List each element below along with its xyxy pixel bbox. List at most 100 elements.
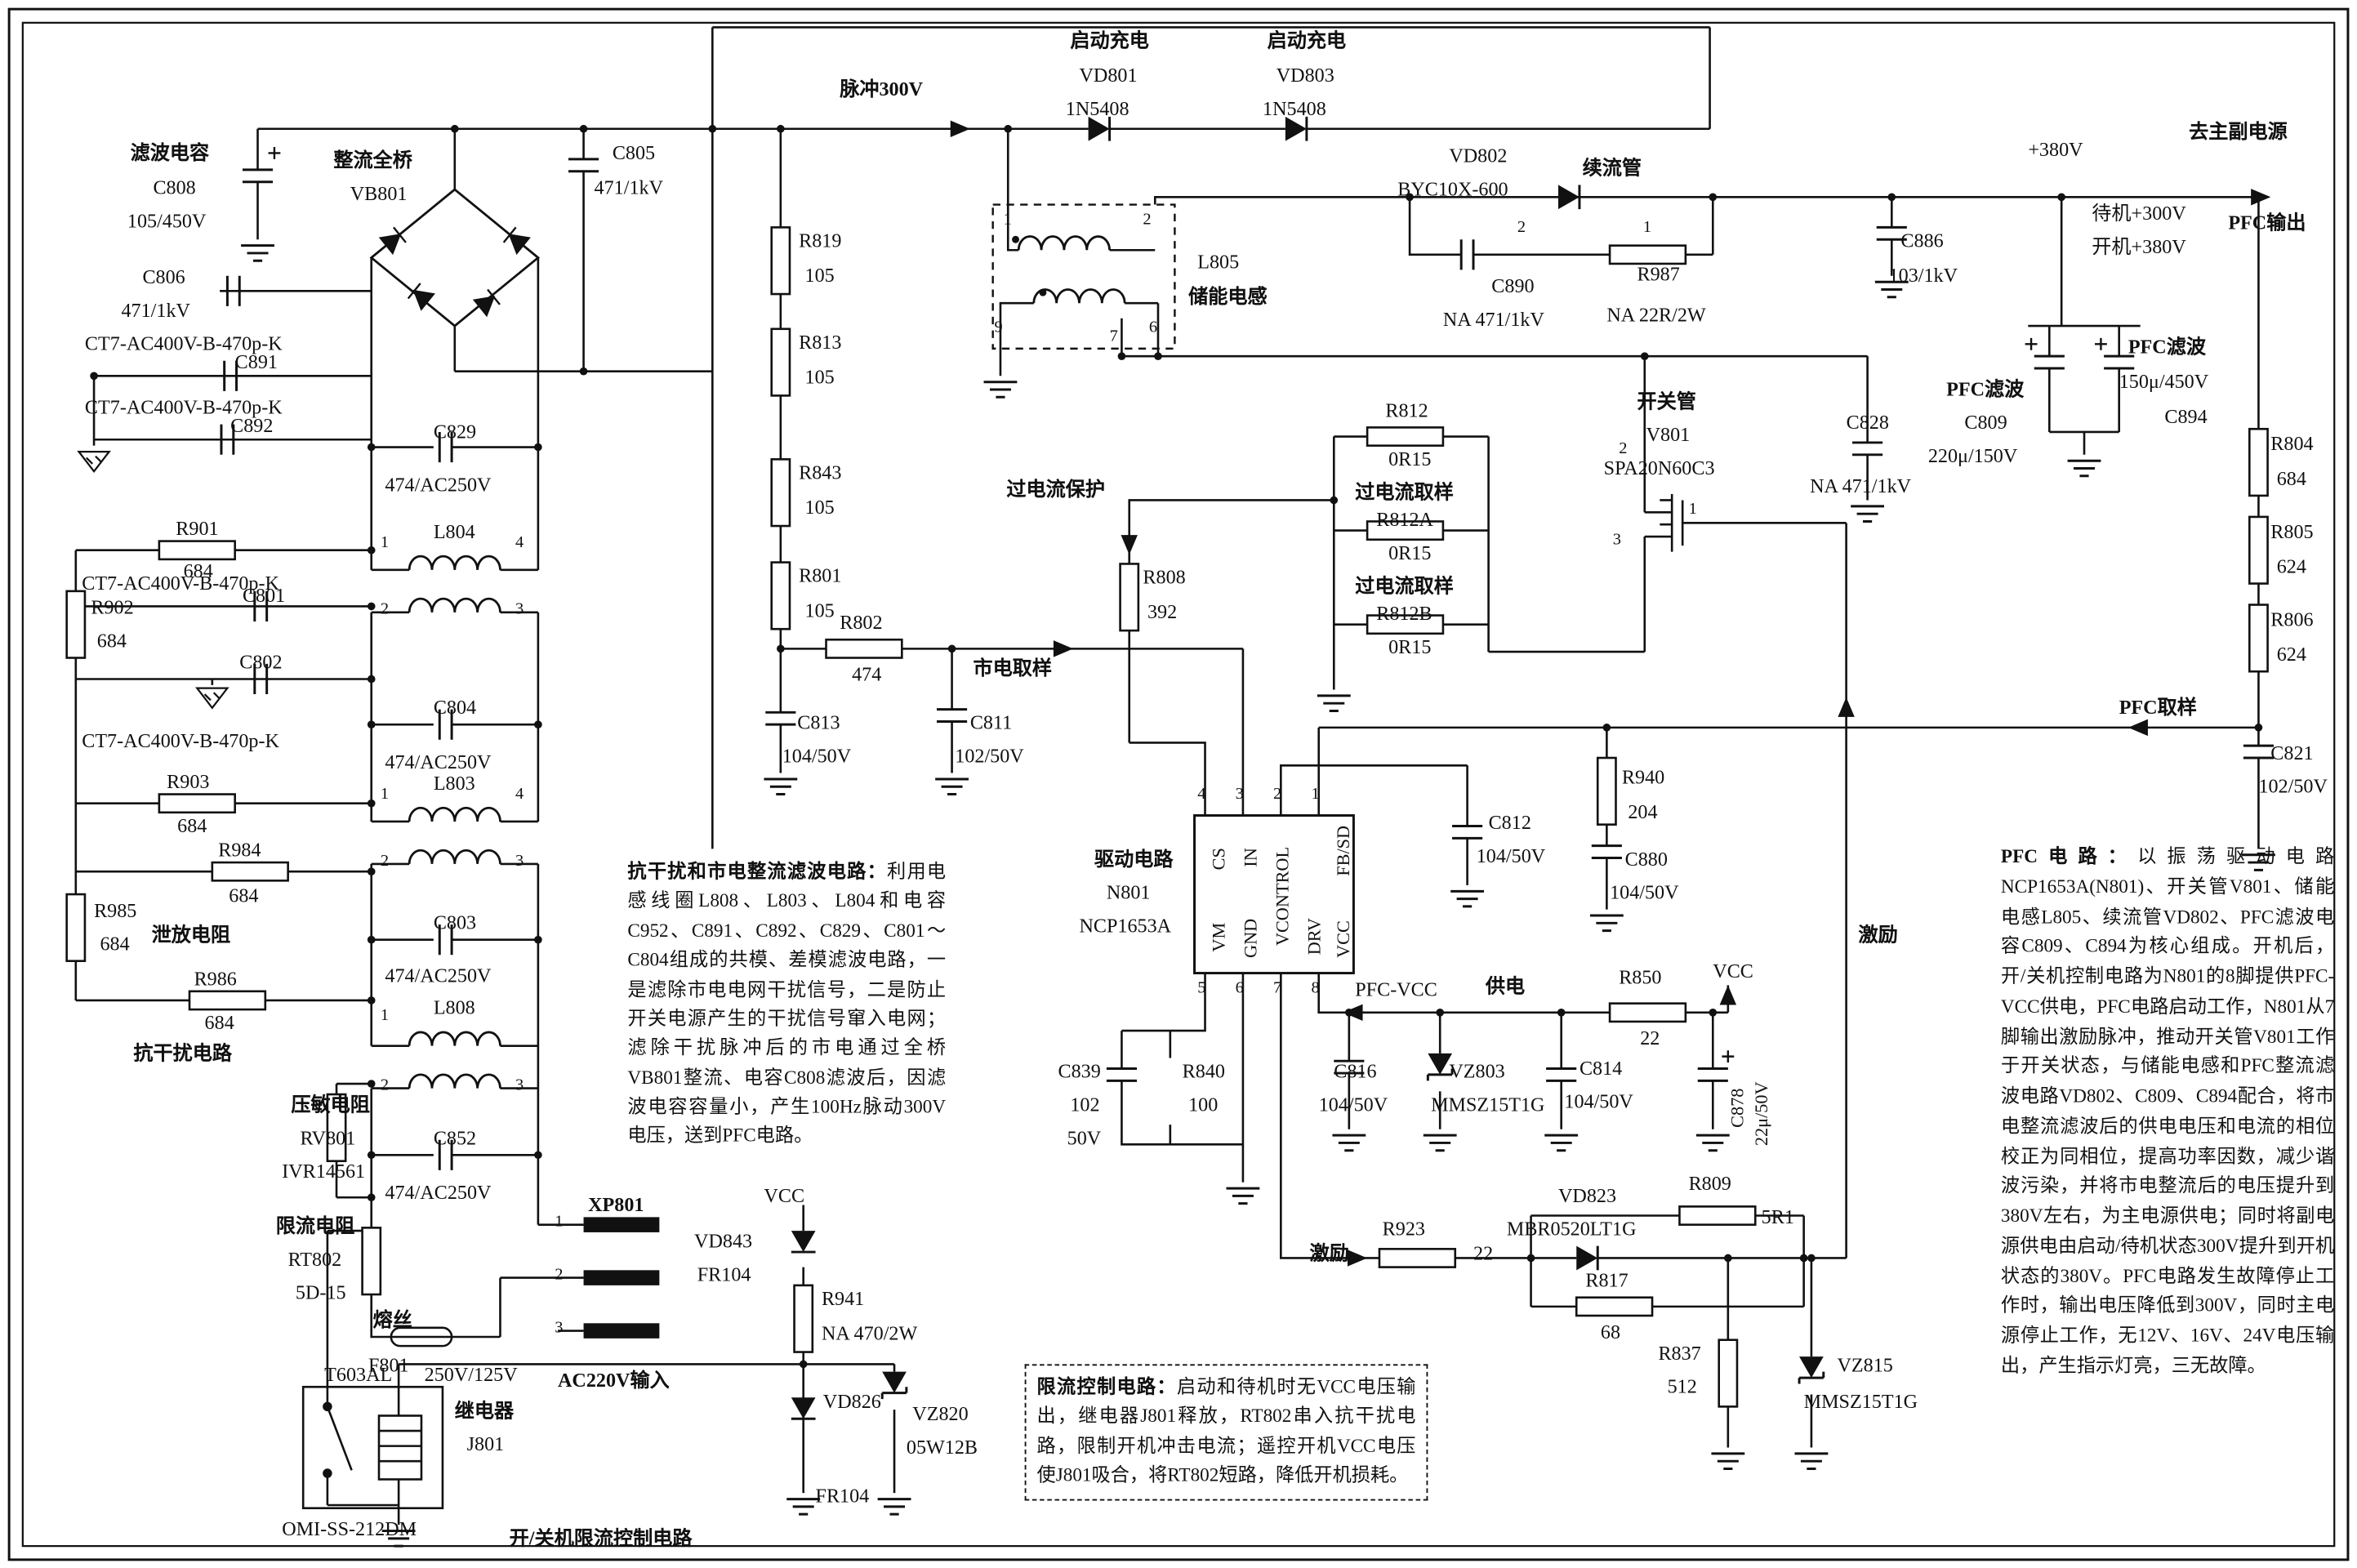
storage-inductor-l805 xyxy=(991,203,1176,350)
label-104-50v: 104/50V xyxy=(1610,880,1679,904)
label-t603al: T603AL xyxy=(324,1362,393,1386)
label-474-ac250v: 474/AC250V xyxy=(385,964,492,987)
relay-j801 xyxy=(301,1385,444,1510)
label-2: 2 xyxy=(1143,210,1152,229)
label-22: 22 xyxy=(1640,1026,1660,1049)
label-ac220v输入: AC220V输入 xyxy=(558,1368,670,1392)
label-r812: R812 xyxy=(1385,399,1428,421)
label-1n5408: 1N5408 xyxy=(1263,96,1326,120)
label-ncp1653a: NCP1653A xyxy=(1079,914,1172,938)
label-05w12b: 05W12B xyxy=(906,1435,978,1459)
label-1: 1 xyxy=(1688,500,1697,519)
label-102: 102 xyxy=(1070,1093,1100,1116)
note-pfc-body: 以振荡驱动电路NCP1653A(N801)、开关管V801、储能电感L805、续… xyxy=(2000,845,2335,1376)
label-4: 4 xyxy=(515,533,524,552)
label-驱动电路: 驱动电路 xyxy=(1094,847,1174,871)
label-过电流取样: 过电流取样 xyxy=(1355,480,1454,504)
connector-xp801 xyxy=(583,1217,660,1339)
label-r812b: R812B xyxy=(1376,601,1432,625)
label-3: 3 xyxy=(515,1076,524,1095)
label-ivr14561: IVR14561 xyxy=(282,1159,366,1183)
label-3: 3 xyxy=(555,1318,564,1337)
label-0r15: 0R15 xyxy=(1388,635,1432,658)
label-102-50v: 102/50V xyxy=(2258,774,2328,798)
label-r837: R837 xyxy=(1658,1341,1701,1365)
label-市电取样: 市电取样 xyxy=(973,656,1053,679)
label-c802: C802 xyxy=(239,650,283,674)
label-5: 5 xyxy=(1197,978,1206,998)
label-mmsz15t1g: MMSZ15T1G xyxy=(1803,1389,1918,1413)
label-pfc输出: PFC输出 xyxy=(2228,210,2306,234)
label-na-471-1kv: NA 471/1kV xyxy=(1442,307,1544,331)
label-1: 1 xyxy=(1003,210,1012,229)
label-104-50v: 104/50V xyxy=(1318,1093,1388,1116)
label-102-50v: 102/50V xyxy=(955,744,1024,768)
label-c811: C811 xyxy=(969,710,1013,734)
label-vd826: VD826 xyxy=(822,1389,881,1413)
label-9: 9 xyxy=(994,318,1003,337)
label-684: 684 xyxy=(229,884,259,906)
label-r986: R986 xyxy=(194,967,237,990)
label-684: 684 xyxy=(177,813,207,837)
label-rv801: RV801 xyxy=(300,1126,356,1149)
page-border xyxy=(7,7,2350,1561)
label-供电: 供电 xyxy=(1485,974,1526,998)
label-限流电阻: 限流电阻 xyxy=(275,1214,355,1237)
label-r923: R923 xyxy=(1382,1217,1425,1241)
label-474-ac250v: 474/AC250V xyxy=(385,1180,492,1204)
label-ct7-ac400v-b-470p-k: CT7-AC400V-B-470p-K xyxy=(84,395,283,419)
label-r987: R987 xyxy=(1637,262,1680,285)
label-c816: C816 xyxy=(1334,1059,1377,1083)
label-fr104: FR104 xyxy=(815,1484,870,1507)
label-c828: C828 xyxy=(1846,410,1889,434)
label-684: 684 xyxy=(183,559,213,582)
label-r819: R819 xyxy=(799,229,842,252)
label-1: 1 xyxy=(555,1212,564,1232)
label-105-450v: 105/450V xyxy=(127,209,207,232)
label-v801: V801 xyxy=(1646,422,1691,446)
label-512: 512 xyxy=(1667,1374,1697,1398)
label-启动充电: 启动充电 xyxy=(1070,29,1149,52)
label-22: 22 xyxy=(1473,1241,1494,1264)
label-c803: C803 xyxy=(433,911,477,934)
label-na-22r-2w: NA 22R/2W xyxy=(1606,303,1706,327)
label-spa20n60c3: SPA20N60C3 xyxy=(1603,456,1715,479)
ic-n801-outline xyxy=(1193,814,1355,975)
label-r941: R941 xyxy=(821,1286,865,1310)
label-2: 2 xyxy=(380,852,390,871)
label-r804: R804 xyxy=(2270,431,2314,455)
label-6: 6 xyxy=(1235,978,1244,998)
label-4: 4 xyxy=(1197,785,1206,804)
label-vm: VM xyxy=(1208,922,1230,952)
note-pfc-title: PFC电路： xyxy=(2000,845,2138,867)
label-r901: R901 xyxy=(176,516,219,540)
label-储能电感: 储能电感 xyxy=(1188,284,1268,308)
label-vd843: VD843 xyxy=(694,1229,753,1253)
label-c805: C805 xyxy=(612,140,656,164)
label-vz820: VZ820 xyxy=(912,1401,969,1425)
note-pfc-circuit: PFC电路：以振荡驱动电路NCP1653A(N801)、开关管V801、储能电感… xyxy=(2001,843,2334,1382)
label-r809: R809 xyxy=(1688,1171,1731,1195)
label-r801: R801 xyxy=(799,564,842,587)
label-vd803: VD803 xyxy=(1276,63,1334,87)
label-624: 624 xyxy=(2276,555,2306,578)
label-vd823: VD823 xyxy=(1557,1183,1617,1207)
label-c890: C890 xyxy=(1491,274,1535,297)
label-继电器: 继电器 xyxy=(454,1399,515,1422)
label-待机+300v: 待机+300V xyxy=(2092,201,2186,225)
label-5d-15: 5D-15 xyxy=(295,1281,346,1304)
label-ct7-ac400v-b-470p-k: CT7-AC400V-B-470p-K xyxy=(84,332,283,355)
label-104-50v: 104/50V xyxy=(1476,844,1546,867)
fuse-f801 xyxy=(390,1326,453,1348)
label-105: 105 xyxy=(804,263,835,287)
label-2: 2 xyxy=(1517,218,1526,237)
label-pfc取样: PFC取样 xyxy=(2119,695,2197,719)
label-2: 2 xyxy=(555,1265,564,1285)
label-vz803: VZ803 xyxy=(1449,1059,1505,1083)
note-limit-body: 启动和待机时无VCC电压输出，继电器J801释放，RT802串入抗干扰电路，限制… xyxy=(1036,1376,1416,1486)
label-r813: R813 xyxy=(799,330,842,354)
label-gnd: GND xyxy=(1240,918,1262,958)
label-激励: 激励 xyxy=(1858,923,1898,947)
label-68: 68 xyxy=(1600,1320,1621,1343)
